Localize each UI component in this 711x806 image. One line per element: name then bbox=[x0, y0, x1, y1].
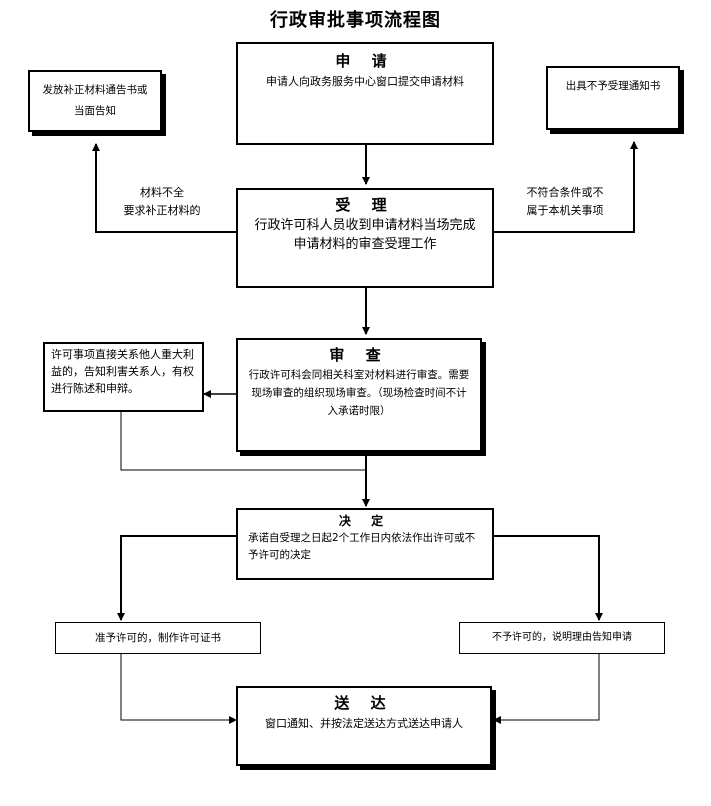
arrow-decide-to-grant bbox=[117, 535, 238, 621]
page-title: 行政审批事项流程图 bbox=[270, 10, 441, 31]
apply-text: 申请人向政务服务中心窗口提交申请材料 bbox=[266, 75, 464, 88]
not-qualified-label-line2: 属于本机关事项 bbox=[526, 204, 604, 217]
line-stakeholder-back bbox=[120, 412, 366, 471]
incomplete-label: 材料不全 要求补正材料的 bbox=[92, 184, 232, 220]
not-qualified-label: 不符合条件或不 属于本机关事项 bbox=[500, 184, 630, 220]
stakeholder-text: 许可事项直接关系他人重大利益的，告知利害关系人，有权进行陈述和申辩。 bbox=[51, 348, 194, 395]
incomplete-label-line2: 要求补正材料的 bbox=[123, 204, 201, 217]
arrow-grant-to-deliver bbox=[120, 654, 237, 724]
arrow-to-supplement-notice bbox=[92, 143, 238, 233]
deliver-text: 窗口通知、并按法定送达方式送达申请人 bbox=[265, 717, 463, 730]
deny-box: 不予许可的，说明理由告知申请 bbox=[459, 622, 665, 654]
apply-heading: 申 请 bbox=[335, 52, 395, 70]
decide-text: 承诺自受理之日起2个工作日内依法作出许可或不予许可的决定 bbox=[248, 532, 476, 561]
accept-text: 行政许可科人员收到申请材料当场完成申请材料的审查受理工作 bbox=[254, 218, 476, 252]
reject-notice-box: 出具不予受理通知书 bbox=[546, 66, 680, 130]
incomplete-label-line1: 材料不全 bbox=[140, 186, 184, 199]
accept-heading: 受 理 bbox=[335, 196, 395, 214]
decide-heading: 决 定 bbox=[338, 514, 392, 528]
review-text: 行政许可科会同相关科室对材料进行审查。需要现场审查的组织现场审查。（现场检查时间… bbox=[248, 369, 470, 417]
review-heading: 审 查 bbox=[329, 346, 389, 364]
grant-text: 准予许可的，制作许可证书 bbox=[95, 632, 221, 644]
arrow-to-reject-notice bbox=[494, 141, 638, 233]
deliver-box: 送 达 窗口通知、并按法定送达方式送达申请人 bbox=[236, 686, 492, 766]
accept-box: 受 理 行政许可科人员收到申请材料当场完成申请材料的审查受理工作 bbox=[236, 188, 494, 288]
deliver-heading: 送 达 bbox=[334, 694, 394, 712]
apply-box: 申 请 申请人向政务服务中心窗口提交申请材料 bbox=[236, 42, 494, 145]
deny-text: 不予许可的，说明理由告知申请 bbox=[492, 632, 632, 643]
supplement-notice-box: 发放补正材料通告书或当面告知 bbox=[28, 70, 162, 132]
review-box: 审 查 行政许可科会同相关科室对材料进行审查。需要现场审查的组织现场审查。（现场… bbox=[236, 338, 482, 452]
reject-notice-text: 出具不予受理通知书 bbox=[565, 80, 661, 92]
stakeholder-box: 许可事项直接关系他人重大利益的，告知利害关系人，有权进行陈述和申辩。 bbox=[43, 342, 204, 412]
grant-box: 准予许可的，制作许可证书 bbox=[55, 622, 261, 654]
supplement-notice-text: 发放补正材料通告书或当面告知 bbox=[42, 84, 148, 117]
arrow-deny-to-deliver bbox=[493, 654, 600, 724]
decide-box: 决 定 承诺自受理之日起2个工作日内依法作出许可或不予许可的决定 bbox=[236, 508, 494, 580]
arrow-decide-to-deny bbox=[494, 535, 603, 621]
not-qualified-label-line1: 不符合条件或不 bbox=[526, 186, 604, 199]
